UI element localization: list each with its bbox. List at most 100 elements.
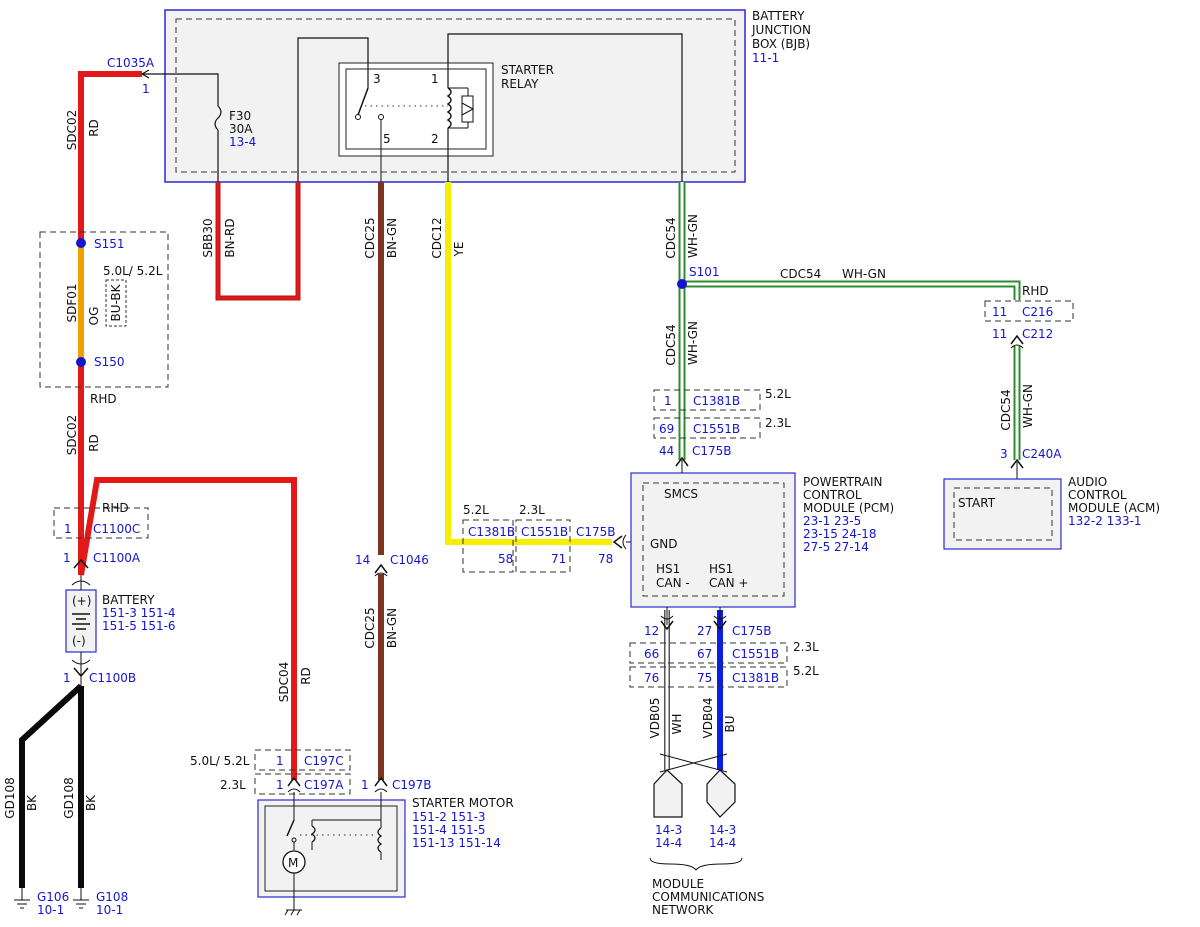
c1035a-pin: 1: [142, 82, 150, 96]
svg-text:151-3 151-4: 151-3 151-4: [102, 606, 176, 620]
svg-text:RD: RD: [87, 119, 101, 137]
svg-text:2.3L: 2.3L: [519, 503, 545, 517]
svg-text:POWERTRAIN: POWERTRAIN: [803, 475, 883, 489]
g108-ref: 10-1: [96, 903, 123, 917]
svg-text:C1100A: C1100A: [93, 551, 141, 565]
svg-text:C1100B: C1100B: [89, 671, 136, 685]
svg-text:1: 1: [63, 551, 71, 565]
g106-label: G106: [37, 890, 69, 904]
network-name-1: MODULE: [652, 877, 704, 891]
svg-text:11: 11: [992, 305, 1007, 319]
svg-text:C175B: C175B: [576, 525, 616, 539]
svg-text:RD: RD: [299, 667, 313, 685]
network-name-2: COMMUNICATIONS: [652, 890, 764, 904]
svg-text:11: 11: [992, 327, 1007, 341]
svg-text:71: 71: [551, 552, 566, 566]
svg-text:S150: S150: [94, 355, 125, 369]
g108-label: G108: [96, 890, 128, 904]
svg-text:C197C: C197C: [304, 754, 344, 768]
svg-text:HS1: HS1: [709, 562, 733, 576]
svg-text:12: 12: [644, 624, 659, 638]
svg-text:C216: C216: [1022, 305, 1053, 319]
c1035a-label: C1035A: [107, 56, 155, 70]
svg-text:SDC02: SDC02: [65, 110, 79, 151]
svg-text:1: 1: [664, 394, 672, 408]
pcm-module: SMCS GND HS1 CAN - HS1 CAN + POWERTRAIN …: [630, 456, 894, 608]
svg-text:STARTER MOTOR: STARTER MOTOR: [412, 796, 514, 810]
svg-text:CDC54: CDC54: [664, 217, 678, 258]
svg-text:C175B: C175B: [692, 444, 732, 458]
svg-text:WH-GN: WH-GN: [842, 267, 886, 281]
wire-sdc02: [78, 71, 142, 575]
svg-text:CDC12: CDC12: [430, 217, 444, 258]
svg-text:OG: OG: [87, 307, 101, 326]
splice-s150: [76, 357, 86, 367]
pcm-upper-connectors: 1 C1381B 5.2L 69 C1551B 2.3L 44 C175B: [653, 387, 791, 458]
svg-text:14-4: 14-4: [709, 836, 736, 850]
svg-text:1: 1: [276, 754, 284, 768]
svg-text:YE: YE: [452, 242, 466, 258]
svg-text:SBB30: SBB30: [201, 218, 215, 257]
relay-name-2: RELAY: [501, 77, 539, 91]
splice-s151: [76, 238, 86, 248]
svg-text:C1381B: C1381B: [693, 394, 740, 408]
svg-text:66: 66: [644, 647, 659, 661]
svg-text:67: 67: [697, 647, 712, 661]
svg-text:69: 69: [659, 422, 674, 436]
svg-text:RHD: RHD: [102, 501, 129, 515]
g106-ref: 10-1: [37, 903, 64, 917]
starter-relay: STARTER RELAY 3 1 5 2: [338, 40, 554, 182]
svg-text:75: 75: [697, 671, 712, 685]
relay-pin-3: 3: [373, 72, 381, 86]
svg-text:S151: S151: [94, 237, 125, 251]
bjb-ref: 11-1: [752, 51, 779, 65]
relay-pin-2: 2: [431, 132, 439, 146]
can-connectors: 12 27 C175B 66 67 C1551B 2.3L 76 75 C138…: [629, 607, 819, 688]
svg-text:SDC02: SDC02: [65, 415, 79, 456]
svg-text:RHD: RHD: [1022, 284, 1049, 298]
fuse-ref: 13-4: [229, 135, 256, 149]
svg-text:BK: BK: [84, 794, 98, 811]
wire-gd108: [19, 683, 84, 888]
svg-text:VDB05: VDB05: [648, 698, 662, 739]
acm-module: RHD 11 C216 11 C212 3 C240A START AUDIO …: [943, 284, 1160, 550]
svg-text:2.3L: 2.3L: [793, 640, 819, 654]
svg-text:CDC54: CDC54: [780, 267, 821, 281]
svg-text:WH-GN: WH-GN: [1021, 384, 1035, 428]
relay-name-1: STARTER: [501, 63, 554, 77]
svg-text:CAN -: CAN -: [656, 576, 690, 590]
svg-text:1: 1: [276, 778, 284, 792]
motor-symbol: M: [288, 856, 298, 870]
svg-text:GND: GND: [650, 537, 678, 551]
svg-text:1: 1: [361, 778, 369, 792]
svg-text:WH-GN: WH-GN: [686, 321, 700, 365]
svg-text:44: 44: [659, 444, 674, 458]
svg-text:C240A: C240A: [1022, 447, 1062, 461]
svg-text:GD108: GD108: [62, 777, 76, 818]
svg-text:GD108: GD108: [3, 777, 17, 818]
svg-text:23-15 24-18: 23-15 24-18: [803, 527, 877, 541]
svg-text:78: 78: [598, 552, 613, 566]
svg-text:C197B: C197B: [392, 778, 432, 792]
fuse-rating: 30A: [229, 122, 253, 136]
svg-text:CONTROL: CONTROL: [1068, 488, 1127, 502]
svg-text:C175B: C175B: [732, 624, 772, 638]
connector-c1046: 14 C1046: [355, 553, 429, 577]
bjb-internal-wiring: [140, 33, 683, 182]
svg-text:MODULE (ACM): MODULE (ACM): [1068, 501, 1160, 515]
svg-text:C1551B: C1551B: [732, 647, 779, 661]
svg-text:C1046: C1046: [390, 553, 429, 567]
svg-text:BN-GN: BN-GN: [385, 218, 399, 258]
svg-text:SDF01: SDF01: [65, 283, 79, 322]
label-5052: 5.0L/ 5.2L: [103, 264, 163, 278]
svg-text:C1551B: C1551B: [521, 525, 568, 539]
splice-s101: [677, 279, 687, 289]
svg-text:132-2 133-1: 132-2 133-1: [1068, 514, 1142, 528]
svg-text:27-5 27-14: 27-5 27-14: [803, 540, 869, 554]
svg-text:151-5 151-6: 151-5 151-6: [102, 619, 176, 633]
ground-symbols: [14, 888, 89, 909]
svg-text:BATTERY: BATTERY: [102, 593, 155, 607]
svg-text:27: 27: [697, 624, 712, 638]
svg-text:BK: BK: [25, 794, 39, 811]
